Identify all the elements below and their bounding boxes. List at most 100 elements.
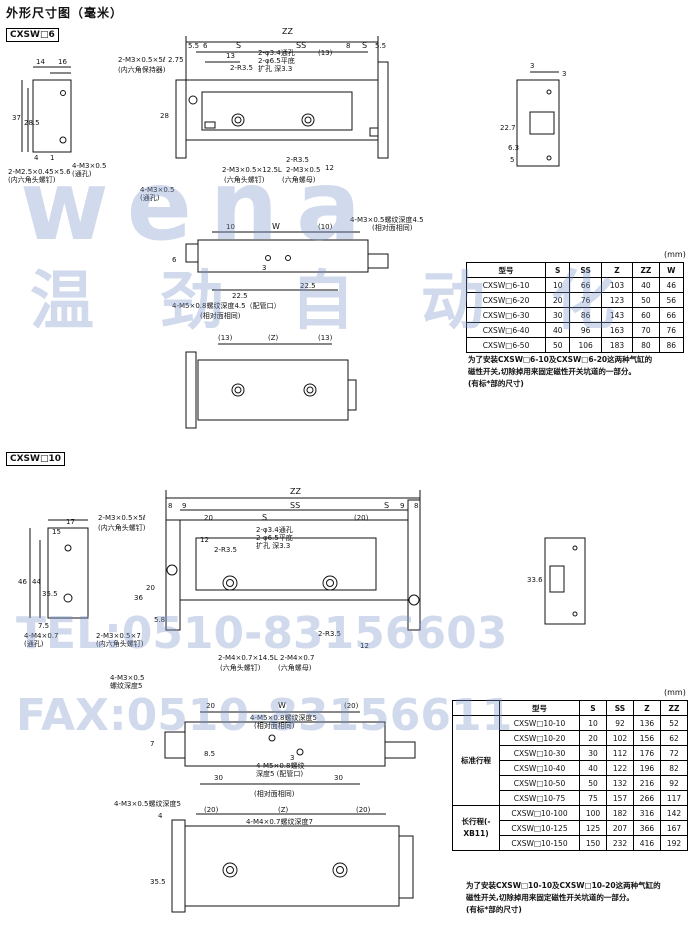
table-note-6: 为了安装CXSW□6-10及CXSW□6-20这两种气缸的 磁性开关,切除掉用来… [468,354,652,390]
callout: 2-M3×0.5×5ℓ [118,56,166,64]
cell: CXSW□10-125 [499,820,580,836]
dim-label: (20) [354,514,369,522]
callout: (通孔) [24,639,44,648]
section-tag-cxsw10: CXSW□10 [6,452,65,466]
dim-label: 33.6 [527,576,543,584]
dim-label: 37 [12,114,21,122]
callout: 4-M4×0.7螺纹深度7 [246,817,313,826]
cell: 183 [600,337,634,353]
dim-label: 3 [530,62,534,70]
bottom-view-body-6 [197,359,349,421]
dim-label: 22.5 [232,292,248,300]
dim-zz-6: ZZ [282,27,293,36]
callout: (相对面相同) [254,721,295,730]
top-view-body-10 [179,519,409,601]
dim-label: 17 [66,518,75,526]
cell: 216 [632,775,661,791]
callout: (六角头螺钉) [220,663,261,672]
dim-ss-10: SS [290,501,300,510]
callout: 2-R3.5 [318,630,341,638]
mount-hole-b [301,113,315,127]
cell: 66 [658,307,685,323]
callout: 螺纹深度5 [110,681,142,690]
cell: 142 [659,805,689,821]
cell: 46 [658,277,685,293]
dim-s2-6: S [362,41,367,50]
callout: 2-M3×0.5 [286,166,320,174]
dim-label: 7 [150,740,154,748]
dim-label: 36 [134,594,143,602]
dim-label: 5.8 [154,616,165,624]
cell: 20 [579,730,607,746]
top-view-body-6 [185,79,379,141]
cell: 102 [605,730,634,746]
callout: 2-M3×0.5×7 [96,632,141,640]
watermark-company: 温 劲 自 动 化 [30,265,638,339]
cell: 136 [632,715,661,731]
cell: 106 [569,337,602,353]
dim-label: 6.3 [508,144,519,152]
callout: (内六角头螺钉) [96,639,144,648]
end-view-body-10 [47,527,89,619]
col-header: SS [605,700,634,716]
dim-label: 2.75 [168,56,184,64]
note-line: 为了安装CXSW□10-10及CXSW□10-20这两种气缸的 [466,881,661,890]
dim-label: 8 [168,502,172,510]
callout: 4-M3×0.5螺纹深度4.5 [350,215,424,224]
note-line: 为了安装CXSW□6-10及CXSW□6-20这两种气缸的 [468,355,653,364]
cell: 122 [605,760,634,776]
dim-label: (20) [204,806,219,814]
watermark-tel: TEL:0510-83156603 [16,608,508,659]
col-header: ZZ [659,700,689,716]
cell: 196 [632,760,661,776]
dim-label: 8.5 [204,750,215,758]
callout: (内六角保持器) [118,65,166,74]
cell: 167 [659,820,689,836]
page-title: 外形尺寸图（毫米） [6,6,124,20]
callout: 2-φ3.4通孔 [256,525,293,534]
dim-w-10: W [278,701,286,710]
table-note-10: 为了安装CXSW□10-10及CXSW□10-20这两种气缸的 磁性开关,切除掉… [466,880,661,916]
col-header: S [579,700,607,716]
cell: 366 [632,820,661,836]
cell: 125 [579,820,607,836]
cell: 156 [632,730,661,746]
callout: (六角螺母) [282,175,316,184]
dim-label: 30 [214,774,223,782]
section-tag-cxsw6: CXSW□6 [6,28,59,42]
dim-label: 6 [203,42,208,50]
dim-label: 13 [226,52,235,60]
cell: 92 [659,775,689,791]
dim-label: 35.5 [150,878,166,886]
callout: 2-φ6.5平底 [256,533,293,542]
callout: 4-M3×0.5 [72,162,106,170]
cell: 10 [579,715,607,731]
dim-label: 1 [50,154,54,162]
cell: 75 [579,790,607,806]
dim-label: (13) [318,334,333,342]
dim-label: (20) [344,702,359,710]
callout: 4-M3×0.5 [110,674,144,682]
cell: 207 [605,820,634,836]
callout: 4-M4×0.7 [24,632,58,640]
dim-label: 9 [400,502,404,510]
note-line: 磁性开关,切除掉用来固定磁性开关坑道的一部分。 [468,367,636,376]
dim-label: 28.5 [24,119,40,127]
watermark-logo: wena [20,150,379,262]
end-view-hole [60,90,66,96]
note-line: 磁性开关,切除掉用来固定磁性开关坑道的一部分。 [466,893,634,902]
col-header: W [658,262,685,278]
unit-label-10: (mm) [664,688,686,697]
dim-s-10: S [384,501,389,510]
cell: 82 [659,760,689,776]
callout: 4-M5×0.8螺纹 [256,761,304,770]
dim-label: 8 [346,42,350,50]
callout: 2-M2.5×0.45×5.6 [8,168,71,176]
dim-label: 8 [414,502,418,510]
end-view-port [59,136,67,144]
dim-label: 4 [158,812,163,820]
callout: 2-R3.5 [286,156,309,164]
